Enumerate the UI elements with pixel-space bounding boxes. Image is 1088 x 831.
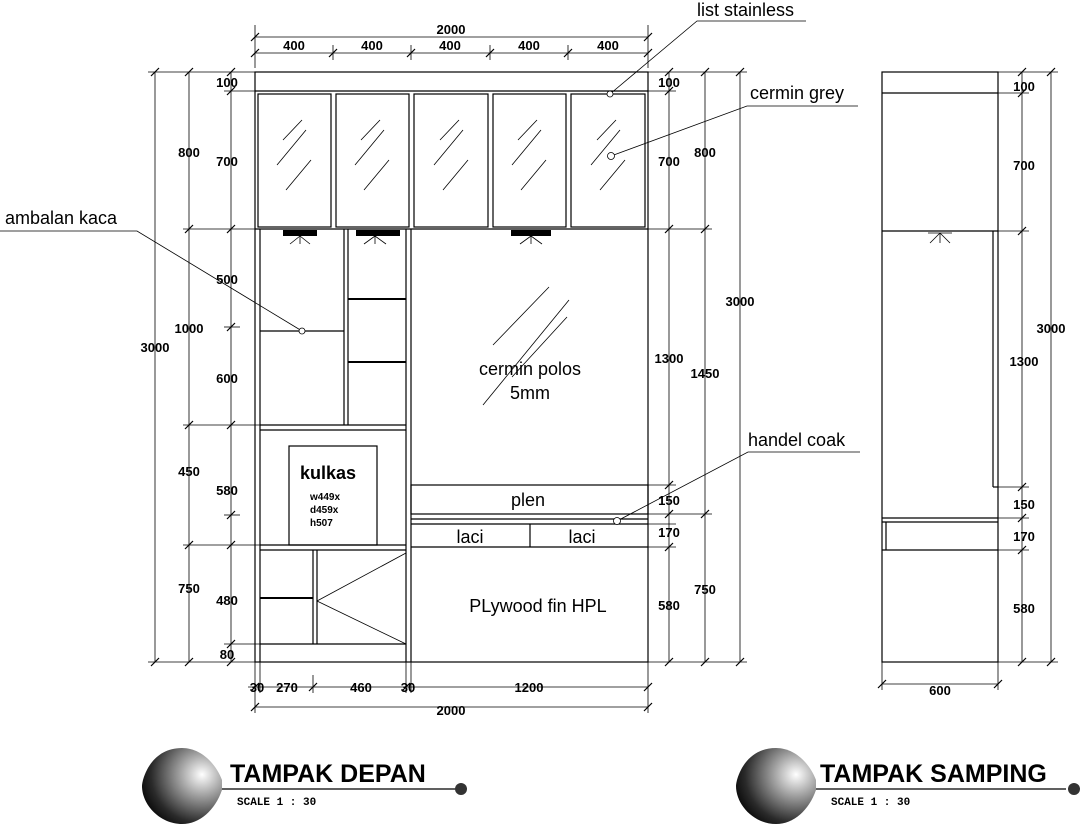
dim-left-mid: 1000 [175,321,204,336]
glass-door-5 [570,93,646,228]
dim-right-inner: 700 [658,154,680,169]
dim-right-inner: 580 [658,598,680,613]
side-title-block: TAMPAK SAMPING SCALE 1 : 30 [736,748,1080,824]
dim-right-mid: 800 [694,145,716,160]
kulkas-height: h507 [310,518,333,529]
glass-hatch [276,119,626,191]
dim-side-inner: 580 [1013,601,1035,616]
wine-rack-line [316,552,407,602]
dim-left-mid: 450 [178,464,200,479]
dim-left-inner: 600 [216,371,238,386]
upper-glass-doors [257,93,646,228]
cabinet-outline [254,71,649,663]
dim-right-inner: 1300 [655,351,684,366]
handel-coak-label: handel coak [748,430,846,450]
glass-door-2 [335,93,410,228]
bottom-dimensions: 30 270 460 30 1200 2000 [248,662,653,718]
kulkas-width: w449x [309,492,340,503]
front-view-scale: SCALE 1 : 30 [237,797,316,809]
dim-top-total: 2000 [437,22,466,37]
dim-top-module: 400 [597,38,619,53]
plywood-label: PLywood fin HPL [469,596,606,616]
dim-left-inner: 700 [216,154,238,169]
plen-label: plen [511,490,545,510]
dim-bottom-part: 1200 [515,680,544,695]
title-end-dot-icon [455,783,467,795]
front-elevation: list stainless cermin grey ambalan kaca … [0,0,860,824]
downlight-icon [283,230,317,245]
dim-right-inner: 170 [658,525,680,540]
dim-right-outer: 3000 [726,294,755,309]
dim-left-inner: 80 [220,647,234,662]
dim-right-mid: 1450 [691,366,720,381]
downlight-icons [283,230,551,245]
side-outline [881,71,999,663]
side-view-title: TAMPAK SAMPING [820,760,1047,788]
leader-lines [0,20,860,525]
glass-door-3 [413,93,489,228]
dim-top-module: 400 [518,38,540,53]
cermin-polos-thickness: 5mm [510,383,550,403]
side-view-scale: SCALE 1 : 30 [831,797,910,809]
dim-side-inner: 150 [1013,497,1035,512]
glass-door-1 [257,93,332,228]
downlight-icon [356,230,400,245]
dim-right-inner: 100 [658,75,680,90]
mirror-hatch [482,286,570,406]
dim-side-inner: 100 [1013,79,1035,94]
dim-bottom-part: 30 [250,680,264,695]
downlight-icon [511,230,551,245]
cermin-polos-label: cermin polos [479,359,581,379]
downlight-icon [928,232,952,244]
right-dimensions: 100 700 1300 150 170 580 800 1450 750 30… [648,67,755,667]
dim-side-inner: 700 [1013,158,1035,173]
dim-left-inner: 100 [216,75,238,90]
title-bubble-icon [736,748,816,824]
dim-right-inner: 150 [658,493,680,508]
front-view-title: TAMPAK DEPAN [230,760,426,788]
left-dimensions: 3000 800 1000 450 750 100 700 500 600 58… [141,67,260,667]
dim-top-module: 400 [439,38,461,53]
list-stainless-label: list stainless [697,0,794,20]
laci-label-1: laci [456,527,483,547]
wine-rack-line [316,600,407,645]
dim-left-inner: 500 [216,272,238,287]
dim-bottom-part: 270 [276,680,298,695]
dim-bottom-total: 2000 [437,703,466,718]
plen-panel [410,484,649,515]
side-elevation: 100 700 1300 150 170 580 3000 600 TAMPAK… [736,67,1080,824]
dim-side-outer: 3000 [1037,321,1066,336]
kulkas-label: kulkas [300,463,356,483]
kulkas-depth: d459x [310,505,339,516]
dim-left-mid: 750 [178,581,200,596]
dim-side-width: 600 [929,683,951,698]
laci-label-2: laci [568,527,595,547]
dim-bottom-part: 30 [401,680,415,695]
title-end-dot-icon [1068,783,1080,795]
dim-bottom-part: 460 [350,680,372,695]
dim-side-inner: 170 [1013,529,1035,544]
dim-left-inner: 580 [216,483,238,498]
front-title-block: TAMPAK DEPAN SCALE 1 : 30 [142,748,467,824]
cermin-grey-label: cermin grey [750,83,844,103]
dim-top-module: 400 [283,38,305,53]
dim-left-mid: 800 [178,145,200,160]
dim-left-inner: 480 [216,593,238,608]
title-bubble-icon [142,748,222,824]
top-dimensions: 2000 400 400 400 400 400 [250,22,653,68]
dim-right-mid: 750 [694,582,716,597]
glass-door-4 [492,93,567,228]
ambalan-kaca-label: ambalan kaca [5,208,118,228]
dim-left-outer: 3000 [141,340,170,355]
dim-top-module: 400 [361,38,383,53]
dim-side-inner: 1300 [1010,354,1039,369]
